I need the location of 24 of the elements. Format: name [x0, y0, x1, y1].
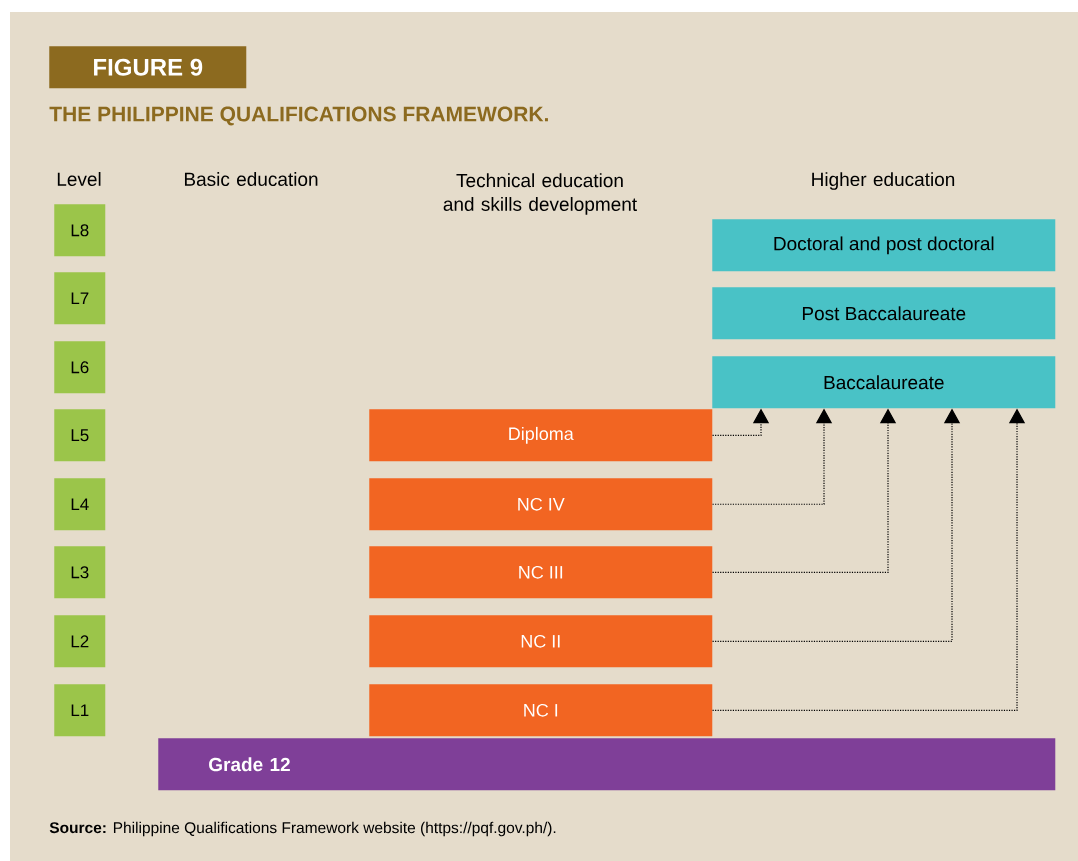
source-note: Source: Philippine Qualifications Framework website (https://pqf.gov.ph/). [49, 821, 556, 837]
level-box: L7 [54, 272, 106, 325]
title: THE PHILIPPINE QUALIFICATIONS FRAMEWORK. [49, 106, 548, 126]
technical-education-box: NC III [369, 546, 713, 599]
column-heading: Level [57, 172, 101, 186]
level-box: L2 [54, 615, 106, 668]
level-box: L6 [54, 341, 106, 394]
technical-education-box: NC IV [369, 478, 713, 531]
column-heading: Technical education and skills development [443, 173, 637, 215]
column-heading: Higher education [812, 172, 955, 190]
higher-education-box: Doctoral and post doctoral [712, 219, 1056, 272]
level-box: L4 [54, 478, 106, 531]
level-box: L3 [54, 546, 106, 599]
level-box: L5 [54, 409, 106, 462]
grade-bar: Grade 12 [158, 738, 1056, 791]
level-box: L1 [54, 684, 106, 737]
higher-education-box: Post Baccalaureate [712, 287, 1056, 340]
level-box: L8 [54, 204, 106, 257]
technical-education-box: NC II [369, 615, 713, 668]
higher-education-box: Baccalaureate [712, 356, 1056, 409]
figure-badge: FIGURE 9 [49, 46, 247, 89]
technical-education-box: NC I [369, 684, 713, 737]
column-heading: Basic education [184, 172, 318, 186]
technical-education-box: Diploma [369, 409, 713, 462]
